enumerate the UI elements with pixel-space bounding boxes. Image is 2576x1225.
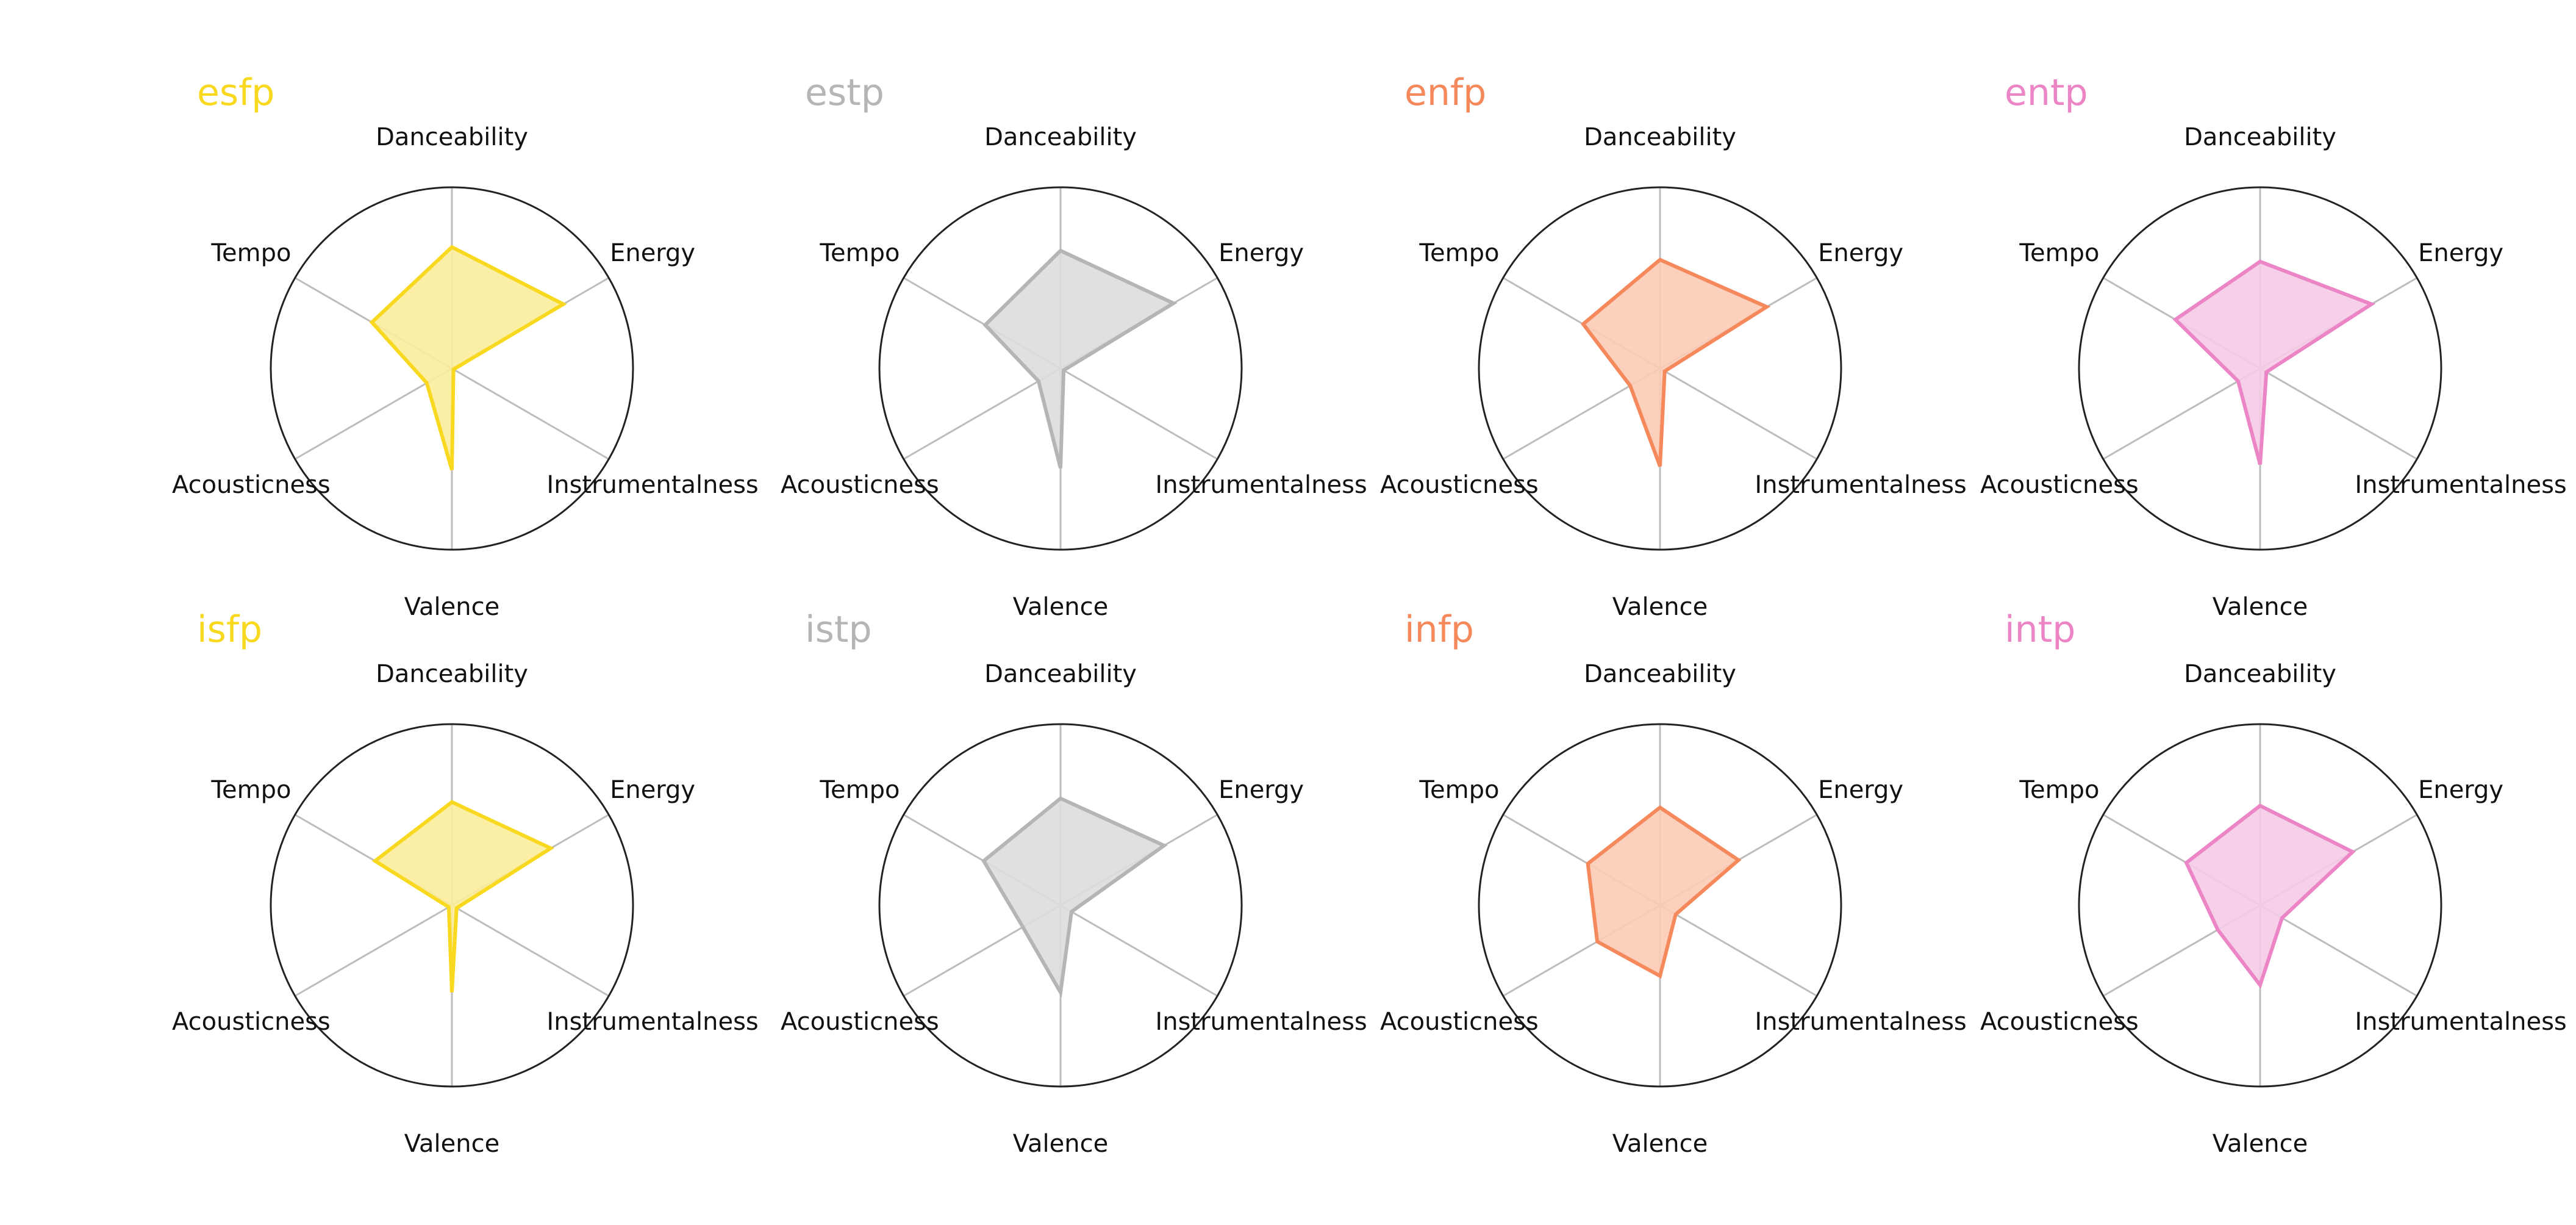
polar-frame [878, 723, 1243, 1088]
panel-title: esfp [197, 71, 274, 114]
radar-panel-isfp: isfpDanceabilityEnergyInstrumentalnessVa… [172, 608, 759, 1158]
polar-frame [2078, 186, 2442, 551]
series-polygon [1586, 805, 1742, 979]
axis-label: Danceability [1584, 123, 1736, 151]
panel-title: istp [805, 608, 872, 651]
axis-label: Instrumentalness [1755, 1008, 1966, 1036]
axis-label: Tempo [210, 239, 291, 267]
axis-label: Tempo [819, 776, 900, 804]
axis-label: Valence [2213, 1130, 2308, 1158]
series-polygon [371, 800, 555, 993]
axis-label: Instrumentalness [546, 471, 758, 499]
axis-label: Energy [2418, 776, 2503, 804]
axis-spoke [295, 904, 453, 997]
series-polygon [2172, 259, 2376, 465]
axis-label: Tempo [819, 239, 900, 267]
axis-spoke [2103, 367, 2261, 460]
axis-label: Acousticness [172, 471, 331, 499]
radar-panel-infp: infpDanceabilityEnergyInstrumentalnessVa… [1380, 608, 1967, 1158]
axis-label: Acousticness [1980, 471, 2139, 499]
axis-label: Acousticness [172, 1008, 331, 1036]
axis-spoke [1659, 904, 1817, 997]
axis-label: Valence [2213, 593, 2308, 621]
axis-spoke [903, 367, 1061, 460]
axis-label: Valence [404, 593, 499, 621]
axis-spoke [2259, 367, 2417, 460]
axis-label: Valence [1612, 1130, 1708, 1158]
radar-panel-entp: entpDanceabilityEnergyInstrumentalnessVa… [1980, 71, 2567, 621]
axis-label: Instrumentalness [546, 1008, 758, 1036]
axis-label: Energy [1218, 239, 1304, 267]
axis-label: Tempo [1419, 239, 1499, 267]
axis-label: Instrumentalness [2355, 1008, 2566, 1036]
axis-label: Energy [610, 239, 695, 267]
panel-title: infp [1404, 608, 1474, 651]
panel-title: intp [2005, 608, 2075, 651]
axis-spoke [451, 367, 609, 460]
series-polygon [1580, 257, 1771, 467]
axis-spoke [1060, 367, 1218, 460]
polar-frame [2078, 723, 2442, 1088]
axis-label: Valence [1013, 1130, 1108, 1158]
axis-label: Energy [1818, 776, 1903, 804]
axis-label: Tempo [210, 776, 291, 804]
radar-panel-esfp: esfpDanceabilityEnergyInstrumentalnessVa… [172, 71, 759, 621]
radar-panel-enfp: enfpDanceabilityEnergyInstrumentalnessVa… [1380, 71, 1967, 621]
polar-frame [270, 186, 634, 551]
axis-spoke [1060, 904, 1218, 997]
axis-spoke [1659, 367, 1817, 460]
axis-label: Instrumentalness [1155, 1008, 1367, 1036]
axis-label: Acousticness [781, 471, 939, 499]
axis-label: Energy [1218, 776, 1304, 804]
axis-label: Tempo [2019, 239, 2099, 267]
axis-label: Valence [404, 1130, 499, 1158]
series-polygon [2184, 803, 2356, 990]
polar-frame [270, 723, 634, 1088]
radar-panel-intp: intpDanceabilityEnergyInstrumentalnessVa… [1980, 608, 2567, 1158]
axis-label: Valence [1013, 593, 1108, 621]
axis-label: Danceability [1584, 660, 1736, 688]
axis-label: Instrumentalness [2355, 471, 2566, 499]
polar-frame [1478, 186, 1842, 551]
axis-label: Acousticness [1980, 1008, 2139, 1036]
panel-title: entp [2005, 71, 2088, 114]
polar-frame [1478, 723, 1842, 1088]
panel-title: estp [805, 71, 884, 114]
series-polygon [981, 796, 1168, 998]
axis-label: Energy [2418, 239, 2503, 267]
axis-label: Danceability [984, 660, 1137, 688]
series-polygon [369, 245, 567, 471]
axis-spoke [2259, 904, 2417, 997]
axis-label: Danceability [376, 660, 528, 688]
panel-title: enfp [1404, 71, 1486, 114]
axis-label: Acousticness [1380, 471, 1539, 499]
series-polygon [982, 248, 1178, 469]
polar-frame [878, 186, 1243, 551]
axis-label: Acousticness [781, 1008, 939, 1036]
axis-label: Instrumentalness [1755, 471, 1966, 499]
axis-label: Energy [1818, 239, 1903, 267]
axis-label: Danceability [376, 123, 528, 151]
panel-title: isfp [197, 608, 262, 651]
axis-label: Danceability [2184, 123, 2336, 151]
axis-label: Danceability [984, 123, 1137, 151]
axis-label: Tempo [2019, 776, 2099, 804]
axis-label: Instrumentalness [1155, 471, 1367, 499]
axis-label: Tempo [1419, 776, 1499, 804]
axis-label: Danceability [2184, 660, 2336, 688]
axis-label: Acousticness [1380, 1008, 1539, 1036]
radar-panel-estp: estpDanceabilityEnergyInstrumentalnessVa… [781, 71, 1367, 621]
radar-panel-istp: istpDanceabilityEnergyInstrumentalnessVa… [781, 608, 1367, 1158]
axis-spoke [451, 904, 609, 997]
axis-label: Energy [610, 776, 695, 804]
axis-label: Valence [1612, 593, 1708, 621]
